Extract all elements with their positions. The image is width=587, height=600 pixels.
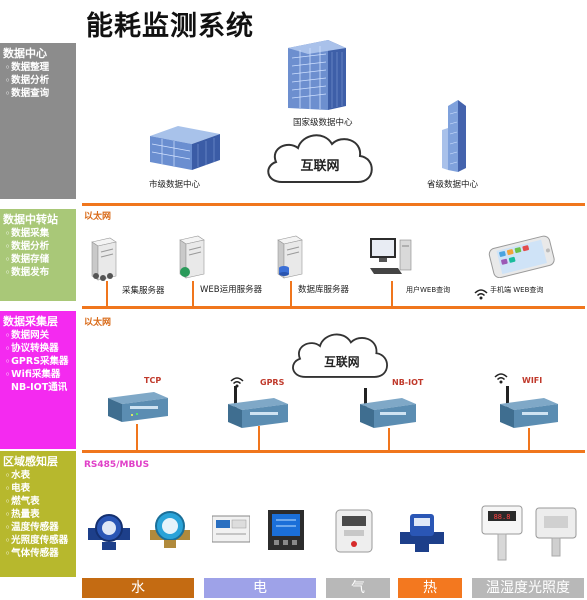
city-label: 市级数据中心 bbox=[149, 180, 201, 190]
layer-title: 区域感知层 bbox=[3, 455, 58, 468]
heat-meter-icon bbox=[400, 514, 444, 552]
layer-item: 数据网关 bbox=[3, 329, 74, 342]
svg-text:88.8: 88.8 bbox=[494, 513, 511, 521]
water-meter-icon bbox=[88, 514, 130, 550]
device-label-wifi: WIFI bbox=[522, 376, 543, 385]
mobile-web-label: 手机端 WEB查询 bbox=[490, 286, 544, 294]
drop-line bbox=[258, 426, 260, 450]
layer-collect: 数据采集层 数据网关 协议转换器 GPRS采集器 Wifi采集器 NB-IOT通… bbox=[0, 311, 76, 449]
layer-item: 数据整理 bbox=[3, 61, 74, 74]
drop-line bbox=[290, 281, 292, 306]
device-label-gprs: GPRS bbox=[260, 378, 285, 387]
drop-line bbox=[391, 281, 393, 306]
layer-item: 数据分析 bbox=[3, 74, 74, 87]
web-server-label: WEB运用服务器 bbox=[200, 285, 263, 295]
layer-item: 数据存储 bbox=[3, 253, 74, 266]
wifi-icon bbox=[474, 289, 488, 300]
device-label-tcp: TCP bbox=[144, 376, 162, 385]
province-label: 省级数据中心 bbox=[427, 180, 479, 190]
drop-line bbox=[388, 428, 390, 450]
layer-item: 热量表 bbox=[3, 508, 74, 521]
layer-transfer: 数据中转站 数据采集 数据分析 数据存储 数据发布 bbox=[0, 209, 76, 301]
layer-item: 光照度传感器 bbox=[3, 534, 74, 547]
gas-meter-icon bbox=[335, 509, 373, 553]
layer-item: 数据采集 bbox=[3, 227, 74, 240]
device-label-nbiot: NB-IOT bbox=[392, 378, 424, 387]
drop-line bbox=[528, 428, 530, 450]
web-server-icon bbox=[179, 235, 205, 279]
drop-line bbox=[106, 281, 108, 306]
layer-item: Wifi采集器 bbox=[3, 368, 74, 381]
electric-meter-icon bbox=[212, 515, 250, 543]
collect-server-icon bbox=[91, 237, 117, 281]
layer-item: 数据分析 bbox=[3, 240, 74, 253]
layer-item: 气体传感器 bbox=[3, 547, 74, 560]
wifi-gateway-icon bbox=[500, 386, 558, 428]
layer-title: 数据中心 bbox=[3, 47, 47, 60]
wifi-icon bbox=[494, 373, 508, 384]
ethernet-line-mid bbox=[82, 306, 585, 309]
nbiot-gateway-icon bbox=[360, 388, 416, 428]
ethernet-label: 以太网 bbox=[84, 212, 112, 222]
layer-item: GPRS采集器 bbox=[3, 355, 74, 368]
collect-server-label: 采集服务器 bbox=[122, 286, 165, 296]
database-server-icon bbox=[277, 235, 303, 279]
layer-data-center: 数据中心 数据整理 数据分析 数据查询 bbox=[0, 43, 76, 199]
tcp-gateway-icon bbox=[108, 392, 168, 422]
ethernet-label-collect: 以太网 bbox=[84, 318, 112, 328]
cloud-label: 互联网 bbox=[300, 159, 339, 174]
layer-item: NB-IOT通讯 bbox=[11, 382, 68, 393]
water-meter-icon bbox=[150, 511, 190, 548]
electric-meter-icon bbox=[268, 510, 304, 550]
energy-env: 温湿度光照度 bbox=[472, 578, 584, 598]
layer-title: 数据中转站 bbox=[3, 213, 58, 226]
ethernet-line-top bbox=[82, 203, 585, 206]
gprs-gateway-icon bbox=[228, 386, 288, 428]
temperature-sensor-icon: 88.8 bbox=[481, 505, 523, 561]
internet-cloud-icon: 互联网 bbox=[267, 134, 373, 183]
layer-sense: 区域感知层 水表 电表 燃气表 热量表 温度传感器 光照度传感器 气体传感器 bbox=[0, 451, 76, 577]
province-building-icon bbox=[442, 100, 466, 172]
layer-item: 协议转换器 bbox=[3, 342, 74, 355]
energy-water: 水 bbox=[82, 578, 194, 598]
energy-gas: 气 bbox=[326, 578, 390, 598]
layer-item: 水表 bbox=[3, 469, 74, 482]
bus-line bbox=[82, 450, 585, 453]
user-web-label: 用户WEB查询 bbox=[406, 286, 451, 294]
page-title: 能耗监测系统 bbox=[86, 11, 254, 42]
mobile-phone-icon bbox=[488, 235, 555, 278]
layer-item: 温度传感器 bbox=[3, 521, 74, 534]
internet-cloud-icon: 互联网 bbox=[292, 333, 388, 378]
national-building-icon bbox=[288, 40, 346, 110]
bus-label: RS485/MBUS bbox=[84, 460, 150, 470]
cloud-label: 互联网 bbox=[324, 355, 360, 369]
city-building-icon bbox=[150, 126, 220, 170]
drop-line bbox=[192, 281, 194, 306]
layer-item: 数据发布 bbox=[3, 266, 74, 279]
layer-item: 燃气表 bbox=[3, 495, 74, 508]
national-label: 国家级数据中心 bbox=[293, 118, 353, 128]
layer-item: 电表 bbox=[3, 482, 74, 495]
layer-item: 数据查询 bbox=[3, 87, 74, 100]
user-pc-icon bbox=[370, 238, 412, 274]
energy-electric: 电 bbox=[204, 578, 316, 598]
drop-line bbox=[136, 424, 138, 450]
database-server-label: 数据库服务器 bbox=[298, 285, 350, 295]
layer-title: 数据采集层 bbox=[3, 315, 58, 328]
light-sensor-icon bbox=[535, 507, 577, 557]
energy-heat: 热 bbox=[398, 578, 462, 598]
